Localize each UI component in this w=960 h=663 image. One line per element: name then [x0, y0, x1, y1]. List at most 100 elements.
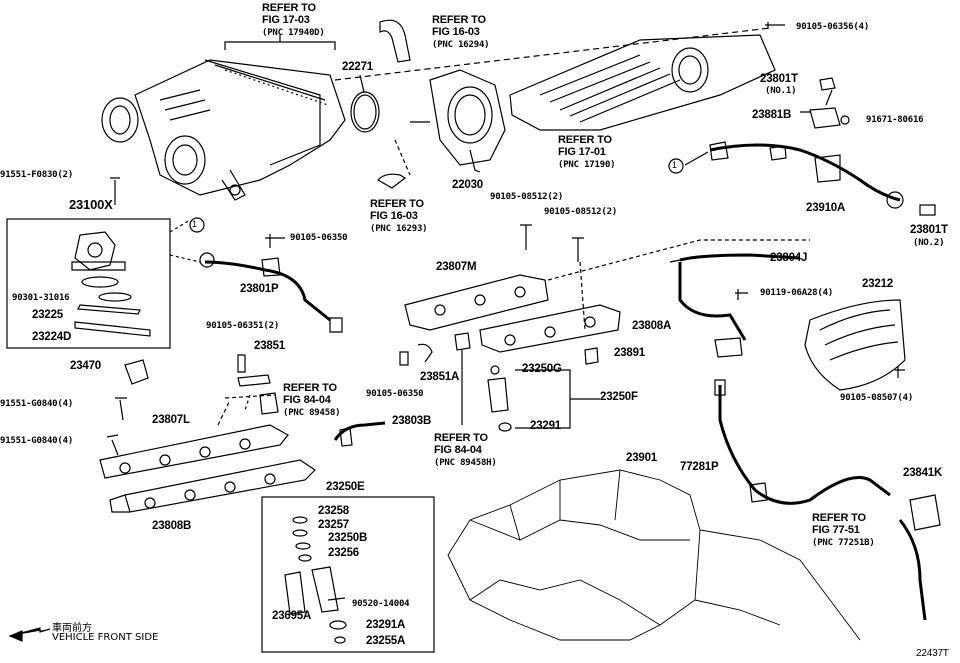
label-23910A: 23910A	[806, 202, 846, 214]
bolt-90119	[735, 289, 748, 300]
label-23100X: 23100X	[69, 197, 113, 212]
refer-bracket	[224, 41, 336, 50]
label-90520-14004: 90520-14004	[352, 599, 410, 609]
clamp-23841K	[909, 494, 941, 531]
label-23807M: 23807M	[436, 261, 477, 273]
injector-kit-box	[261, 496, 435, 653]
part-23851	[237, 374, 271, 387]
label-23212: 23212	[862, 278, 893, 290]
clamp-23881B	[809, 107, 841, 129]
fuel-rail-23807L	[99, 424, 289, 479]
fuel-rail-23808A	[479, 304, 621, 353]
label-23225: 23225	[32, 309, 63, 321]
label-23851: 23851	[254, 340, 285, 352]
label-23250F: 23250F	[600, 391, 638, 403]
label-23891: 23891	[614, 347, 645, 359]
label-23803B: 23803B	[392, 415, 432, 427]
bolt-90105-06356	[765, 22, 785, 29]
bolt-90105-06350	[265, 234, 285, 248]
label-23256: 23256	[328, 547, 359, 559]
pipe-77251B	[898, 519, 927, 621]
label-23224D: 23224D	[32, 331, 72, 343]
front-arrow-icon	[8, 627, 51, 642]
pump-kit-box	[6, 218, 171, 349]
pipe-23801P	[204, 260, 331, 322]
label-23808A: 23808A	[632, 320, 672, 332]
label-23801T-1: 23801T	[760, 73, 798, 85]
label-23901: 23901	[626, 452, 657, 464]
label-91671-80616: 91671-80616	[866, 115, 924, 125]
label-23257: 23257	[318, 519, 349, 531]
label-23841K: 23841K	[903, 467, 943, 479]
bracket-23801T-2	[919, 204, 936, 216]
callout-1-left-text: 1	[192, 219, 197, 229]
label-23881B: 23881B	[752, 109, 792, 121]
bolt-91551-G0840-a	[115, 397, 127, 421]
label-22271: 22271	[342, 61, 373, 73]
callout-1-left	[189, 217, 205, 233]
label-90301-31016: 90301-31016	[12, 293, 70, 303]
label-23804J: 23804J	[770, 252, 808, 264]
label-23258: 23258	[318, 505, 349, 517]
label-23851A: 23851A	[420, 371, 460, 383]
engine-block-outline	[447, 469, 861, 641]
cover-23212	[804, 299, 906, 391]
pipe-23901	[718, 385, 891, 505]
figure-id: 22437T	[916, 648, 949, 659]
label-90105-06350-b: 90105-06350	[366, 389, 424, 399]
label-23695A: 23695A	[272, 610, 312, 622]
fuel-pipe-23910A	[709, 143, 901, 202]
label-90119-06A28: 90119-06A28(4)	[760, 288, 834, 298]
part-23891	[584, 347, 599, 365]
intake-manifold-assembly	[101, 59, 346, 201]
label-no1: (NO.1)	[765, 86, 797, 96]
label-23807L: 23807L	[152, 414, 190, 426]
label-91551-G0840-b: 91551-G0840(4)	[0, 436, 74, 446]
label-23291A: 23291A	[366, 619, 406, 631]
injector-kit-parts	[284, 516, 347, 644]
label-90105-08512-a: 90105-08512(2)	[490, 192, 564, 202]
label-23470: 23470	[70, 360, 101, 372]
callout-1-right-text: 1	[672, 160, 677, 170]
fuel-rail-23808B	[109, 459, 316, 513]
hose-16293	[377, 173, 407, 189]
label-23255A: 23255A	[366, 635, 406, 647]
label-23291: 23291	[530, 420, 561, 432]
bolt-91551-G0840-b	[106, 434, 119, 456]
part-23470	[124, 359, 149, 385]
label-91551-F0830: 91551-F0830(2)	[0, 170, 74, 180]
callout-1-right	[668, 158, 684, 174]
gasket-22271	[350, 91, 380, 133]
direction-jp: 車両前方	[52, 623, 92, 634]
label-90105-06350-a: 90105-06350	[290, 233, 348, 243]
label-90105-06356: 90105-06356(4)	[796, 22, 870, 32]
label-22030: 22030	[452, 179, 483, 191]
bolt-90105-08507	[895, 366, 905, 378]
label-90105-06351: 90105-06351(2)	[206, 321, 280, 331]
label-90105-08507: 90105-08507(4)	[840, 393, 914, 403]
bracket-23801T-1	[819, 77, 836, 91]
label-23250B: 23250B	[328, 532, 368, 544]
bolt-91551-F0830	[110, 177, 120, 205]
hose-16294	[379, 19, 411, 63]
label-no2: (NO.2)	[913, 238, 945, 248]
part-23225	[77, 304, 141, 315]
fuel-rail-23807M	[404, 274, 549, 331]
label-23801P: 23801P	[240, 283, 279, 295]
bolt-90105-08512-b	[572, 237, 584, 262]
label-91551-G0840-a: 91551-G0840(4)	[0, 399, 74, 409]
injector-23250F	[487, 365, 512, 432]
direction-en: VEHICLE FRONT SIDE	[52, 632, 159, 643]
bolt-90105-08512-a	[520, 224, 532, 250]
pipe-23803B	[333, 421, 386, 441]
label-23801T-2: 23801T	[910, 224, 948, 236]
bracket-23851A	[417, 343, 433, 363]
label-77281P: 77281P	[680, 461, 719, 473]
